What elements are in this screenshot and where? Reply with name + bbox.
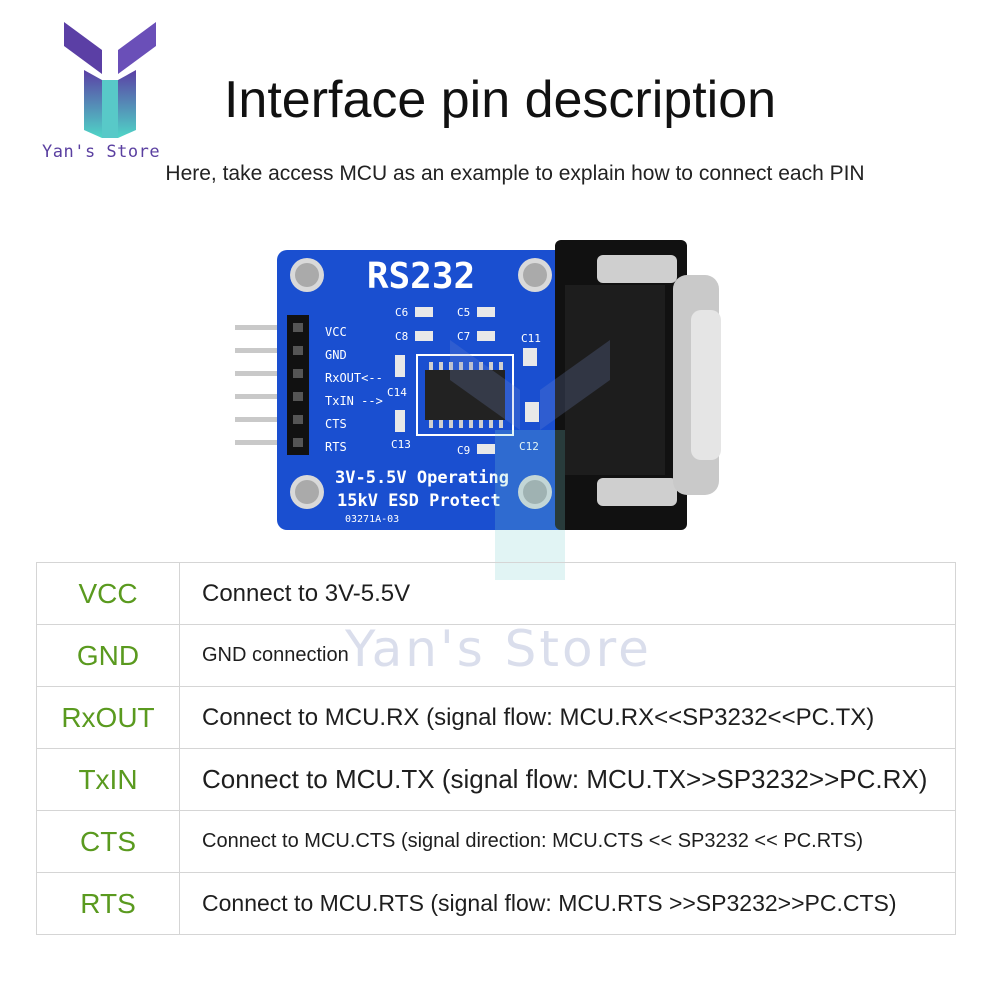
rs232-board-image: RS232 VCC GND RxOUT<-- TxIN --> CTS RTS …: [235, 240, 721, 530]
pin-name: CTS: [36, 810, 180, 873]
pin-description: Connect to MCU.RTS (signal flow: MCU.RTS…: [179, 872, 956, 935]
table-row: GND GND connection: [36, 624, 956, 687]
db9-connector: [555, 240, 721, 530]
cap-label: C14: [387, 386, 407, 399]
pin-label: GND: [325, 348, 347, 362]
pin-label: RxOUT<--: [325, 371, 383, 385]
pin-description: Connect to MCU.TX (signal flow: MCU.TX>>…: [179, 748, 956, 811]
screw-holes: [290, 258, 552, 509]
cap-label: C11: [521, 332, 541, 345]
table-row: VCC Connect to 3V-5.5V: [36, 562, 956, 625]
cap-label: C5: [457, 306, 470, 319]
page-title: Interface pin description: [223, 71, 777, 129]
pin-name: GND: [36, 624, 180, 687]
table-row: RxOUT Connect to MCU.RX (signal flow: MC…: [36, 686, 956, 749]
pin-description: Connect to 3V-5.5V: [179, 562, 956, 625]
cap-label: C8: [395, 330, 408, 343]
pin-label: VCC: [325, 325, 347, 339]
pin-description: Connect to MCU.CTS (signal direction: MC…: [179, 810, 956, 873]
sp3232-chip: [425, 370, 505, 420]
table-row: CTS Connect to MCU.CTS (signal direction…: [36, 810, 956, 873]
board-text-operating: 3V-5.5V Operating: [335, 468, 509, 488]
table-row: TxIN Connect to MCU.TX (signal flow: MCU…: [36, 748, 956, 811]
cap-label: C9: [457, 444, 470, 457]
pin-description: Connect to MCU.RX (signal flow: MCU.RX<<…: [179, 686, 956, 749]
board-text-esd: 15kV ESD Protect: [337, 491, 501, 511]
pin-name: TxIN: [36, 748, 180, 811]
cap-label: C7: [457, 330, 470, 343]
board-code: 03271A-03: [345, 514, 399, 525]
board-name: RS232: [367, 256, 475, 297]
table-row: RTS Connect to MCU.RTS (signal flow: MCU…: [36, 872, 956, 935]
pin-name: RTS: [36, 872, 180, 935]
cap-label: C13: [391, 438, 411, 451]
pin-label: RTS: [325, 440, 347, 454]
pin-name: VCC: [36, 562, 180, 625]
pin-description: GND connection: [179, 624, 956, 687]
pin-label: CTS: [325, 417, 347, 431]
pin-description-table: VCC Connect to 3V-5.5V GND GND connectio…: [36, 562, 956, 935]
logo-text: Yan's Store: [42, 142, 161, 162]
header-pins: [235, 325, 293, 445]
store-logo-icon: [64, 22, 156, 138]
page-subtitle: Here, take access MCU as an example to e…: [165, 162, 865, 185]
cap-label: C12: [519, 440, 539, 453]
pin-name: RxOUT: [36, 686, 180, 749]
pin-label: TxIN -->: [325, 394, 383, 408]
cap-label: C6: [395, 306, 408, 319]
